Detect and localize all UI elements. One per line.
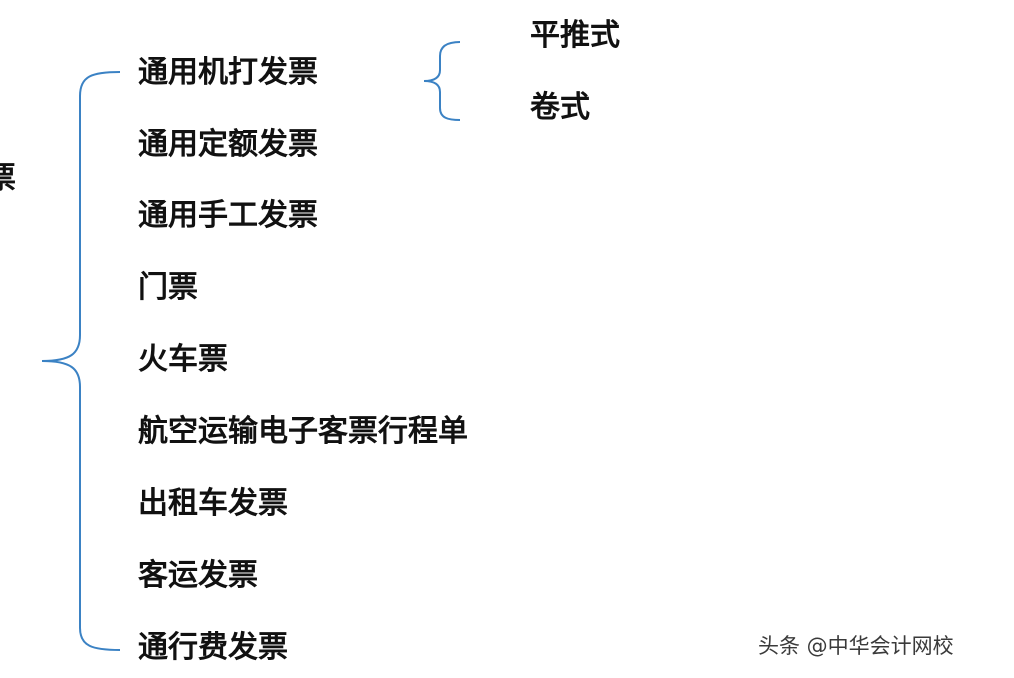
item-admission-ticket: 门票	[138, 270, 198, 305]
main-brace	[41, 71, 121, 651]
item-general-fixed-amount-invoice: 通用定额发票	[138, 127, 318, 162]
item-flight-itinerary: 航空运输电子客票行程单	[138, 414, 468, 449]
item-passenger-transport-invoice: 客运发票	[138, 558, 258, 593]
sub-item-flat-push: 平推式	[530, 18, 620, 53]
watermark: 头条 @中华会计网校	[758, 634, 954, 658]
sub-item-roll: 卷式	[530, 90, 590, 125]
root-label-partial: 票	[0, 161, 16, 196]
item-toll-invoice: 通行费发票	[138, 630, 288, 665]
item-general-handwritten-invoice: 通用手工发票	[138, 198, 318, 233]
item-train-ticket: 火车票	[138, 342, 228, 377]
sub-brace	[423, 41, 461, 121]
item-taxi-invoice: 出租车发票	[138, 486, 288, 521]
item-general-machine-invoice: 通用机打发票	[138, 55, 318, 90]
